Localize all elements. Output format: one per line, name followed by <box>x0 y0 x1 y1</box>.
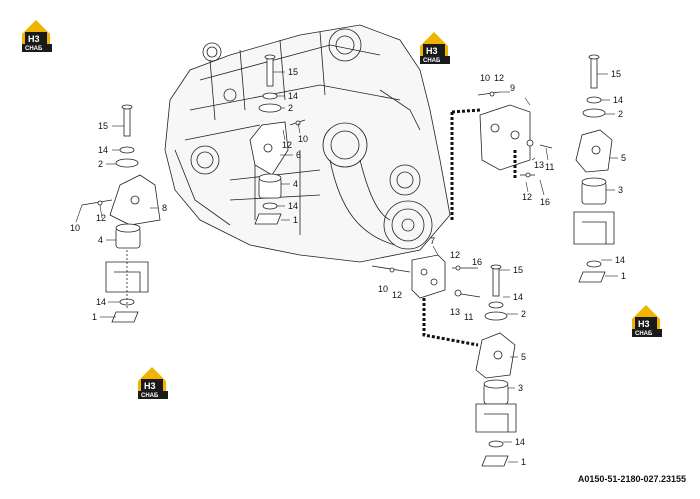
callout-4: 4 <box>293 179 298 189</box>
callout-15: 15 <box>513 265 523 275</box>
svg-text:СНАБ: СНАБ <box>25 46 43 52</box>
callout-2: 2 <box>521 309 526 319</box>
callout-13: 13 <box>450 307 460 317</box>
callout-3: 3 <box>618 185 623 195</box>
callout-14: 14 <box>613 95 623 105</box>
callout-1: 1 <box>293 215 298 225</box>
lower-right-mount-stack <box>475 264 517 467</box>
callout-7: 7 <box>430 236 435 246</box>
callout-1: 1 <box>621 271 626 281</box>
callout-11: 11 <box>545 162 554 172</box>
svg-text:СНАБ: СНАБ <box>635 331 653 337</box>
logo-top-left: H3 СНАБ <box>22 20 52 52</box>
callout-14: 14 <box>288 91 298 101</box>
engine-block <box>164 24 451 263</box>
callout-12: 12 <box>96 213 106 223</box>
svg-text:H3: H3 <box>28 34 40 44</box>
callout-5: 5 <box>521 352 526 362</box>
callout-3: 3 <box>518 383 523 393</box>
logo-bottom-left: H3 СНАБ <box>138 367 168 399</box>
callout-1: 1 <box>521 457 526 467</box>
callout-15: 15 <box>288 67 298 77</box>
callout-10: 10 <box>298 134 308 144</box>
callout-12: 12 <box>392 290 402 300</box>
callout-11: 11 <box>464 312 473 322</box>
callout-12: 12 <box>522 192 532 202</box>
callout-16: 16 <box>472 257 482 267</box>
svg-text:H3: H3 <box>144 381 156 391</box>
callout-16: 16 <box>540 197 550 207</box>
plate-2 <box>115 158 139 168</box>
svg-text:СНАБ: СНАБ <box>423 58 441 64</box>
callout-1: 1 <box>92 312 97 322</box>
nut-plate-1 <box>111 311 139 323</box>
callout-14: 14 <box>288 201 298 211</box>
svg-text:H3: H3 <box>426 46 438 56</box>
callout-14: 14 <box>98 145 108 155</box>
callout-14: 14 <box>615 255 625 265</box>
leader-lines <box>75 71 618 463</box>
callout-12: 12 <box>282 140 292 150</box>
bracket-9 <box>479 104 531 171</box>
drawing-code: A0150-51-2180-027.23155 <box>577 474 686 484</box>
callout-14: 14 <box>515 437 525 447</box>
callout-9: 9 <box>510 83 515 93</box>
bracket-7 <box>411 254 446 299</box>
callout-8: 8 <box>162 203 167 213</box>
logo-right: H3 СНАБ <box>632 305 662 337</box>
callout-10: 10 <box>378 284 388 294</box>
svg-text:СНАБ: СНАБ <box>141 393 159 399</box>
bolt-15 <box>266 57 274 87</box>
callout-14: 14 <box>96 297 106 307</box>
lower-right-bracket <box>371 254 481 347</box>
callout-15: 15 <box>98 121 108 131</box>
far-right-mount-stack <box>573 54 615 283</box>
washer-14 <box>119 146 135 154</box>
callout-2: 2 <box>98 159 103 169</box>
callout-5: 5 <box>621 153 626 163</box>
callout-12: 12 <box>450 250 460 260</box>
callout-4: 4 <box>98 235 103 245</box>
callout-14: 14 <box>513 292 523 302</box>
callout-10: 10 <box>70 223 80 233</box>
left-mount-stack <box>81 104 161 323</box>
callout-10: 10 <box>480 73 490 83</box>
callout-13: 13 <box>534 160 544 170</box>
callout-12: 12 <box>494 73 504 83</box>
logo-top-center: H3 СНАБ <box>420 32 450 64</box>
callout-6: 6 <box>296 150 301 160</box>
svg-text:H3: H3 <box>638 319 650 329</box>
callout-15: 15 <box>611 69 621 79</box>
bolt-15 <box>123 107 131 137</box>
callout-2: 2 <box>618 109 623 119</box>
upper-right-bracket <box>450 91 553 220</box>
callout-2: 2 <box>288 103 293 113</box>
